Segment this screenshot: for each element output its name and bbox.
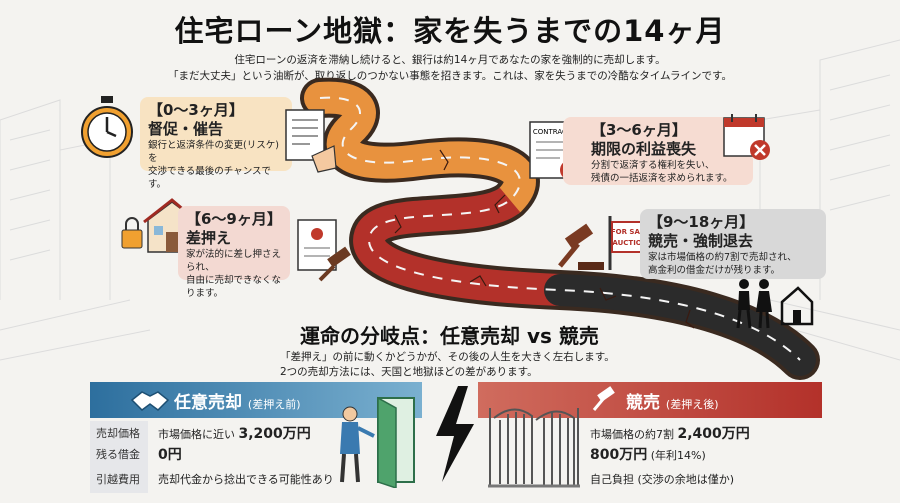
for-sale-label: FOR SALE (611, 228, 649, 236)
right-value-moving: 自己負担 (交渉の余地は僅か) (590, 473, 735, 486)
contract-label: CONTRACT (533, 128, 572, 136)
right-title-text: 競売 (626, 393, 660, 413)
left-value: 売却代金から捻出できる可能性あり (158, 473, 334, 486)
fork-title: 運命の分岐点：任意売却 vs 競売 (300, 324, 599, 348)
lightning-bolt-icon (436, 386, 474, 482)
stage-period: 【9〜18ヶ月】 (648, 213, 755, 231)
stage-desc-line: 銀行と返済条件の変更(リスケ)を (148, 140, 279, 164)
calendar-x-icon (723, 114, 770, 160)
compare-row-moving: 引越費用 売却代金から捻出できる可能性あり (90, 467, 430, 493)
row-label: 残る借金 (90, 442, 148, 468)
stage-name: 差押え (186, 229, 232, 247)
right-note-text: (差押え後) (665, 398, 719, 411)
evicted-family-icon (736, 279, 814, 329)
stage-desc-line: 自由に売却できなくなります。 (186, 275, 282, 299)
auction-title: 競売 (差押え後) (626, 388, 719, 413)
fork-line-2: 2つの売却方法には、天国と地獄ほどの差があります。 (280, 366, 538, 378)
stage-period: 【3〜6ヶ月】 (591, 121, 687, 139)
left-value: 市場価格に近い 3,200万円 (158, 426, 311, 442)
stage-name: 競売・強制退去 (648, 232, 754, 250)
subtitle-line-1: 住宅ローンの返済を滞納し続けると、銀行は約14ヶ月であなたの家を強制的に売却しま… (234, 54, 666, 66)
right-value-price: 市場価格の約7割 2,400万円 (590, 426, 750, 442)
document-signing-icon (285, 109, 337, 173)
row-label: 引越費用 (90, 467, 148, 493)
auction-header: 競売 (差押え後) (478, 382, 822, 418)
stage-desc-line: 家が法的に差し押さえられ、 (186, 249, 282, 273)
fork-line-1: 「差押え」の前に動くかどうかが、その後の人生を大きく左右します。 (280, 351, 615, 363)
stage-name: 期限の利益喪失 (591, 140, 697, 158)
right-value-debt: 800万円 (年利14%) (590, 447, 706, 463)
stage-period: 【6〜9ヶ月】 (186, 210, 282, 228)
voluntary-sale-header: 任意売却 (差押え前) (90, 382, 422, 418)
stage-desc-line: 家は市場価格の約7割で売却され、 (648, 252, 797, 263)
stage-card-9-18-months: 【9〜18ヶ月】 競売・強制退去 家は市場価格の約7割で売却され、 高金利の借金… (640, 209, 826, 279)
left-value: 0円 (158, 447, 182, 463)
stage-card-0-3-months: 【0〜3ヶ月】 督促・催告 銀行と返済条件の変更(リスケ)を 交渉できる最後のチ… (140, 97, 292, 190)
handshake-icon (130, 391, 170, 411)
compare-row-debt: 残る借金 0円 (90, 442, 430, 468)
page-title: 住宅ローン地獄：家を失うまでの14ヶ月 (174, 14, 726, 48)
left-title-text: 任意売却 (174, 393, 242, 413)
stage-card-3-6-months: 【3〜6ヶ月】 期限の利益喪失 分割で返済する権利を失い、 残債の一括返済を求め… (563, 117, 753, 185)
stage-card-6-9-months: 【6〜9ヶ月】 差押え 家が法的に差し押さえられ、 自由に売却できなくなります。 (178, 206, 290, 299)
stage-name: 督促・催告 (148, 120, 224, 138)
court-document-gavel-icon (297, 219, 351, 282)
stage-desc-line: 高金利の借金だけが残ります。 (648, 265, 781, 276)
person-opening-door-icon (340, 396, 415, 488)
left-note-text: (差押え前) (247, 398, 301, 411)
gavel-icon (558, 223, 604, 270)
stage-period: 【0〜3ヶ月】 (148, 101, 244, 119)
subtitle-line-2: 「まだ大丈夫」という油断が、取り返しのつかない事態を招きます。これは、家を失うま… (168, 70, 732, 82)
voluntary-sale-title: 任意売却 (差押え前) (174, 388, 301, 413)
broken-gate-icon (488, 408, 580, 488)
stage-desc-line: 分割で返済する権利を失い、 (591, 160, 715, 171)
stage-desc-line: 残債の一括返済を求められます。 (591, 173, 733, 184)
compare-row-price: 売却価格 市場価格に近い 3,200万円 (90, 421, 430, 447)
stopwatch-icon (81, 96, 133, 158)
gavel-small-icon (592, 386, 615, 411)
stage-desc-line: 交渉できる最後のチャンスです。 (148, 166, 272, 190)
auction-label: AUCTION (612, 239, 647, 247)
